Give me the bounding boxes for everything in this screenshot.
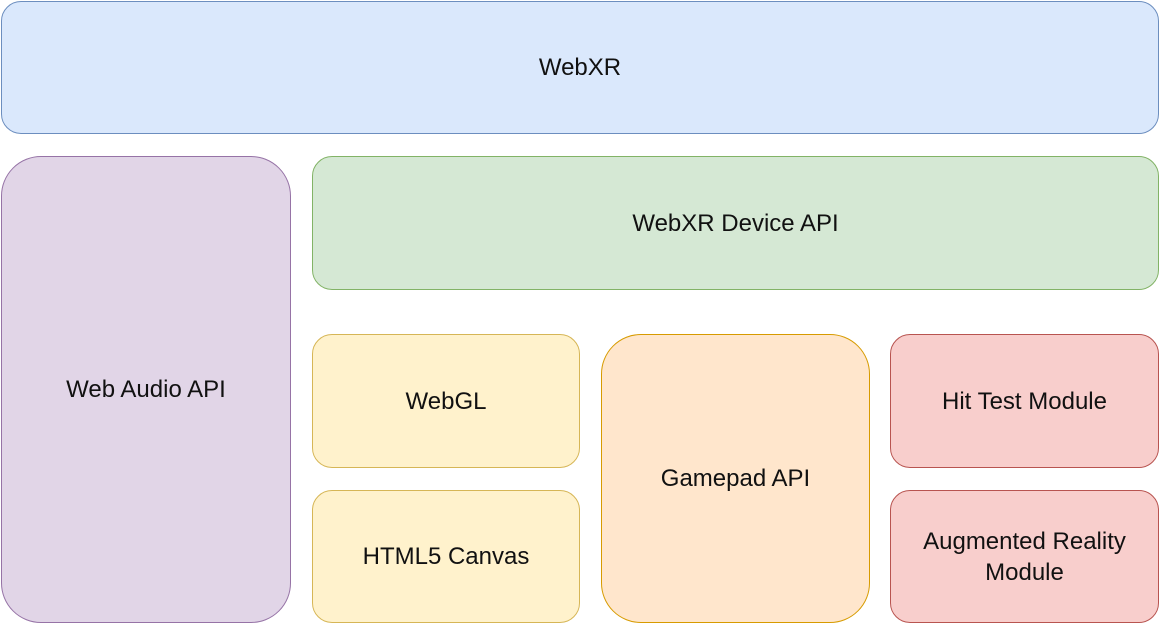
webgl-label: WebGL	[405, 387, 487, 415]
html5-canvas-label: HTML5 Canvas	[362, 543, 530, 570]
html5-canvas-box: HTML5 Canvas	[312, 490, 580, 623]
gamepad-api-label: Gamepad API	[660, 465, 811, 492]
webxr-device-api-label: WebXR Device API	[632, 209, 839, 237]
augmented-reality-module-label: Augmented Reality Module	[923, 527, 1126, 586]
webgl-box: WebGL	[312, 334, 580, 468]
gamepad-api-box: Gamepad API	[601, 334, 870, 623]
hit-test-module-label: Hit Test Module	[942, 387, 1107, 415]
augmented-reality-module-box: Augmented Reality Module	[890, 490, 1159, 623]
webxr-label: WebXR	[538, 54, 622, 81]
web-audio-api-box: Web Audio API	[1, 156, 291, 623]
webxr-box: WebXR	[1, 1, 1159, 134]
webxr-device-api-box: WebXR Device API	[312, 156, 1159, 290]
hit-test-module-box: Hit Test Module	[890, 334, 1159, 468]
web-audio-api-label: Web Audio API	[66, 376, 226, 403]
